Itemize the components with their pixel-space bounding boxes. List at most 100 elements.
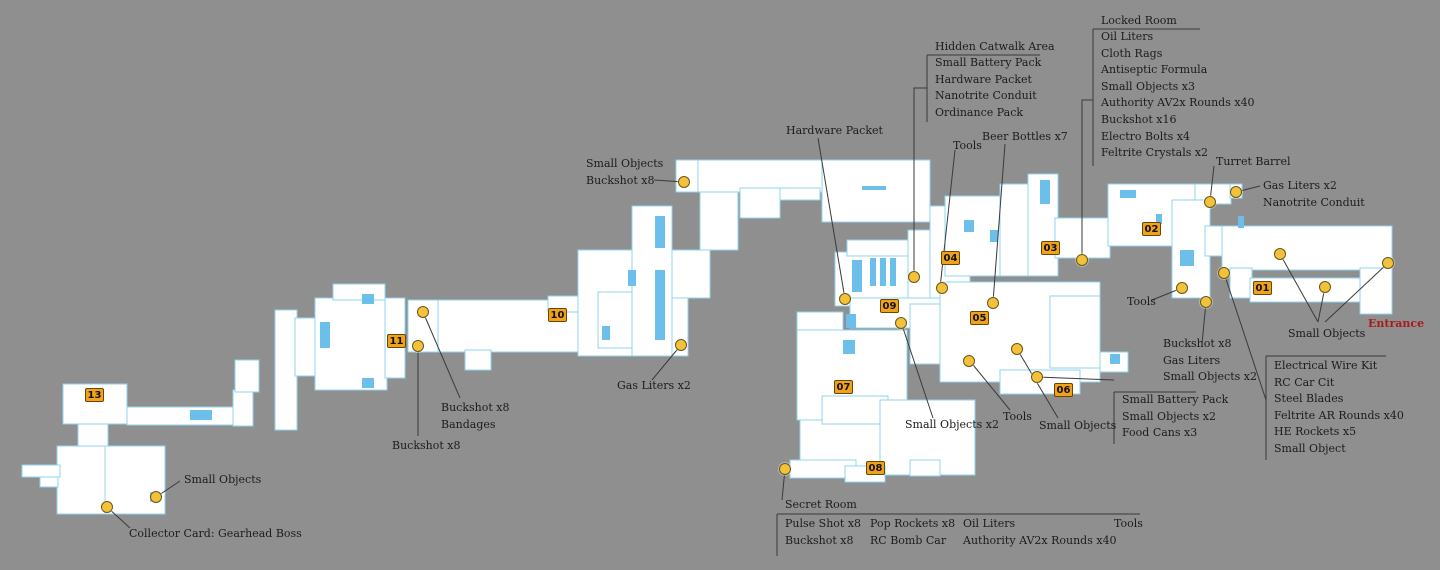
- room-number-11: 11: [387, 334, 406, 348]
- label-collector-card: Collector Card: Gearhead Boss: [129, 527, 302, 540]
- label-small-objects: Small Objects: [1039, 419, 1117, 432]
- item-text: Small Objects x2: [1122, 409, 1216, 423]
- item-marker[interactable]: [987, 297, 999, 309]
- group-items: Buckshot x8 Gas Liters Small Objects x2: [1163, 336, 1257, 386]
- room-number-06: 06: [1054, 383, 1073, 397]
- group-items: Electrical Wire Kit RC Car Cit Steel Bla…: [1274, 358, 1404, 458]
- label-entrance: Entrance: [1368, 317, 1425, 330]
- locked-room-group: Locked Room Oil Liters Cloth Rags Antise…: [1101, 12, 1255, 162]
- label-buckshot: Buckshot x8: [441, 401, 510, 414]
- item-marker[interactable]: [1076, 254, 1088, 266]
- item-text: Antiseptic Formula: [1101, 63, 1208, 77]
- item-text: Buckshot x8: [1163, 337, 1232, 350]
- label-nanotrite-conduit: Nanotrite Conduit: [1263, 196, 1365, 209]
- item-marker[interactable]: [101, 501, 113, 513]
- room-number-13: 13: [85, 388, 104, 402]
- item-marker[interactable]: [1011, 343, 1023, 355]
- item-marker[interactable]: [678, 176, 690, 188]
- item-marker[interactable]: [963, 355, 975, 367]
- item-text: Buckshot x8: [785, 533, 854, 547]
- item-marker[interactable]: [1031, 371, 1043, 383]
- item-marker[interactable]: [150, 491, 162, 503]
- item-text: Authority AV2x Rounds x40: [1101, 96, 1255, 110]
- label-small-objects: Small Objects: [1288, 327, 1366, 340]
- item-text: Small Battery Pack: [1122, 393, 1229, 406]
- label-bandages: Bandages: [441, 418, 496, 431]
- item-text: Tools: [1114, 517, 1143, 530]
- item-text: Food Cans x3: [1122, 426, 1198, 440]
- item-text: Ordinance Pack: [935, 105, 1024, 119]
- secret-room-col-2: Pop Rockets x8 RC Bomb Car: [870, 516, 955, 549]
- item-text: Feltrite Crystals x2: [1101, 146, 1209, 160]
- secret-room-col-4: Tools: [1114, 516, 1143, 533]
- label-buckshot: Buckshot x8: [392, 439, 461, 452]
- item-marker[interactable]: [779, 463, 791, 475]
- room-number-07: 07: [834, 380, 853, 394]
- electrical-group: Electrical Wire Kit RC Car Cit Steel Bla…: [1274, 358, 1404, 458]
- secret-room-header: Secret Room: [785, 498, 857, 511]
- hidden-catwalk-group: Hidden Catwalk Area Small Battery Pack H…: [935, 38, 1055, 121]
- item-marker[interactable]: [1200, 296, 1212, 308]
- item-text: Electro Bolts x4: [1101, 129, 1191, 143]
- item-marker[interactable]: [1230, 186, 1242, 198]
- label-gas-liters: Gas Liters x2: [1263, 179, 1337, 192]
- item-marker[interactable]: [417, 306, 429, 318]
- label-small-objects: Small Objects: [586, 157, 664, 170]
- room-number-01: 01: [1253, 281, 1272, 295]
- label-tools: Tools: [1003, 410, 1032, 423]
- item-marker[interactable]: [1218, 267, 1230, 279]
- item-marker[interactable]: [1274, 248, 1286, 260]
- group-header: Locked Room: [1101, 14, 1177, 27]
- item-marker[interactable]: [1176, 282, 1188, 294]
- group-header: Hidden Catwalk Area: [935, 40, 1055, 53]
- item-text: Small Objects x3: [1101, 79, 1195, 93]
- item-text: Steel Blades: [1274, 392, 1344, 406]
- room-number-05: 05: [970, 311, 989, 325]
- item-text: Oil Liters: [1101, 30, 1154, 43]
- label-turret-barrel: Turret Barrel: [1216, 155, 1291, 168]
- item-marker[interactable]: [1319, 281, 1331, 293]
- item-marker[interactable]: [908, 271, 920, 283]
- group-items: Small Battery Pack Small Objects x2 Food…: [1122, 392, 1228, 442]
- item-text: Hardware Packet: [935, 72, 1032, 86]
- label-small-objects-x2: Small Objects x2: [905, 418, 999, 431]
- item-text: Oil Liters: [963, 517, 1016, 530]
- room-number-03: 03: [1041, 241, 1060, 255]
- item-text: Feltrite AR Rounds x40: [1274, 408, 1404, 422]
- item-text: RC Car Cit: [1274, 375, 1335, 389]
- item-text: Nanotrite Conduit: [935, 89, 1037, 103]
- group-items: Oil Liters Cloth Rags Antiseptic Formula…: [1101, 29, 1255, 162]
- label-tools: Tools: [1127, 295, 1156, 308]
- item-text: Small Objects x2: [1163, 370, 1257, 384]
- item-text: Cloth Rags: [1101, 46, 1163, 60]
- item-marker[interactable]: [675, 339, 687, 351]
- item-text: Gas Liters: [1163, 353, 1221, 367]
- item-text: Pop Rockets x8: [870, 517, 956, 530]
- room-number-09: 09: [880, 299, 899, 313]
- buckshot-group: Buckshot x8 Gas Liters Small Objects x2: [1163, 336, 1257, 386]
- label-beer-bottles: Beer Bottles x7: [982, 130, 1068, 143]
- label-buckshot: Buckshot x8: [586, 174, 655, 187]
- room-number-02: 02: [1142, 222, 1161, 236]
- battery-group: Small Battery Pack Small Objects x2 Food…: [1122, 392, 1228, 442]
- item-marker[interactable]: [839, 293, 851, 305]
- item-text: Small Object: [1274, 441, 1346, 455]
- item-marker[interactable]: [936, 282, 948, 294]
- item-text: Small Battery Pack: [935, 56, 1042, 69]
- item-marker[interactable]: [1204, 196, 1216, 208]
- item-text: RC Bomb Car: [870, 533, 947, 547]
- item-marker[interactable]: [412, 340, 424, 352]
- item-marker[interactable]: [895, 317, 907, 329]
- label-gas-liters: Gas Liters x2: [617, 379, 691, 392]
- item-text: Electrical Wire Kit: [1274, 359, 1378, 372]
- label-small-objects: Small Objects: [184, 473, 262, 486]
- item-text: Pulse Shot x8: [785, 517, 862, 530]
- label-tools: Tools: [953, 139, 982, 152]
- room-number-04: 04: [941, 251, 960, 265]
- item-marker[interactable]: [1382, 257, 1394, 269]
- secret-room-col-1: Pulse Shot x8 Buckshot x8: [785, 516, 861, 549]
- group-items: Small Battery Pack Hardware Packet Nanot…: [935, 55, 1055, 121]
- label-hardware-packet: Hardware Packet: [786, 124, 883, 137]
- item-text: Buckshot x16: [1101, 112, 1177, 126]
